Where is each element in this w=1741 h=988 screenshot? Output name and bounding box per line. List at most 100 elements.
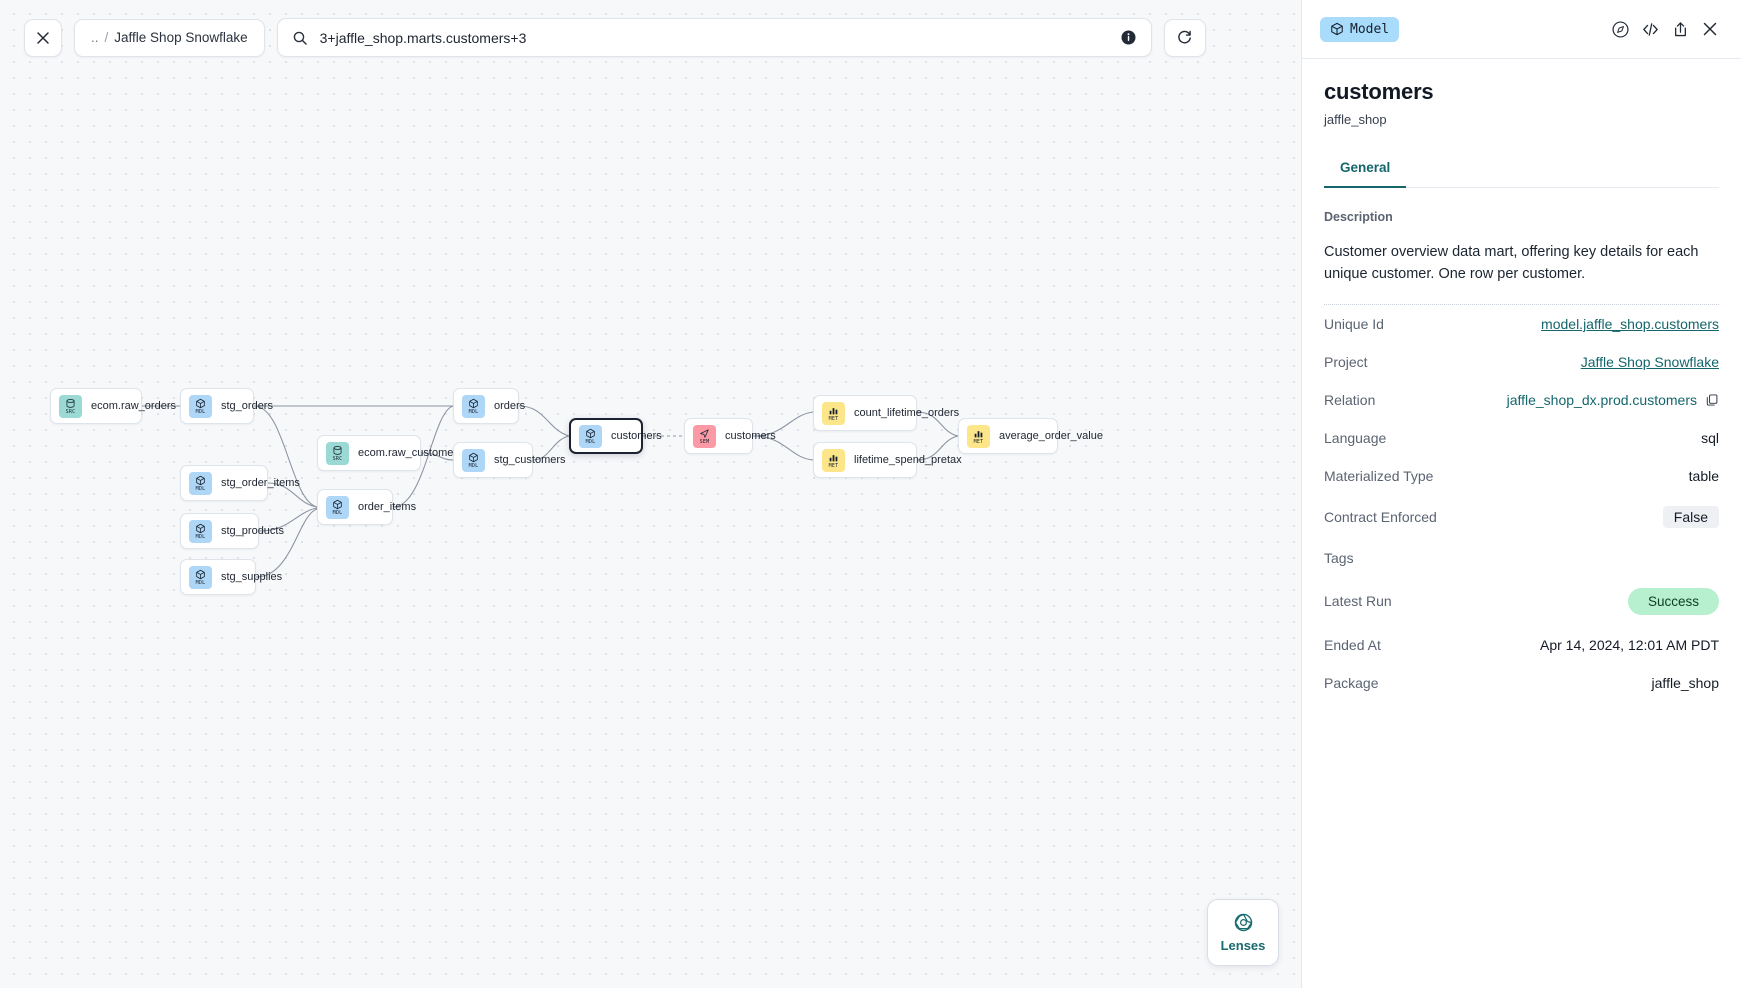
refresh-button[interactable] <box>1163 18 1206 57</box>
database-icon: SRC <box>326 441 349 465</box>
graph-node-label: orders <box>494 400 526 412</box>
graph-node-average_order_value[interactable]: MET average_order_value <box>958 418 1103 454</box>
detail-row-value-text: False <box>1662 505 1719 528</box>
detail-row-key: Contract Enforced <box>1324 508 1437 525</box>
database-icon: SRC <box>59 394 82 418</box>
detail-row-value-text: Apr 14, 2024, 12:01 AM PDT <box>1540 636 1719 653</box>
detail-row-value: Success <box>1627 587 1719 615</box>
page-subtitle: jaffle_shop <box>1324 112 1387 127</box>
refresh-icon <box>1178 30 1191 44</box>
close-lineage-button[interactable] <box>24 18 62 57</box>
graph-node-label: order_items <box>358 501 417 513</box>
resource-type-chip[interactable]: Model <box>1320 16 1400 42</box>
detail-row-value: jaffle_shop <box>1652 675 1719 691</box>
cube-icon <box>1331 22 1343 36</box>
graph-node-customers_model[interactable]: MDL customers <box>569 418 662 454</box>
detail-row-value: Apr 14, 2024, 12:01 AM PDT <box>1540 637 1719 653</box>
detail-row: Unique Id model.jaffle_shop.customers <box>1324 305 1719 343</box>
lineage-canvas[interactable]: .. / Jaffle Shop Snowflake <box>0 0 1301 988</box>
graph-node-label: stg_order_items <box>221 477 300 489</box>
copy-icon[interactable] <box>1705 393 1719 407</box>
info-icon[interactable] <box>1120 29 1137 46</box>
detail-row-value: Jaffle Shop Snowflake <box>1581 354 1719 370</box>
graph-node-label: stg_products <box>221 525 284 537</box>
detail-tabs: General <box>1324 151 1719 188</box>
detail-row-value-text: table <box>1688 467 1719 484</box>
graph-node-label: customers <box>611 430 662 442</box>
detail-row: Latest Run Success <box>1324 577 1719 626</box>
detail-row-value-text: jaffle_shop <box>1651 674 1719 691</box>
graph-node-order_items[interactable]: MDL order_items <box>317 489 416 525</box>
share-icon <box>1674 21 1686 36</box>
detail-row-value-text: sql <box>1701 429 1719 446</box>
graph-node-orders[interactable]: MDL orders <box>453 388 525 424</box>
graph-node-label: stg_customers <box>494 454 566 466</box>
cube-icon: MDL <box>326 495 349 519</box>
graph-node-stg_customers[interactable]: MDL stg_customers <box>453 442 566 478</box>
graph-node-label: stg_supplies <box>221 571 283 583</box>
breadcrumb-project-label: Jaffle Shop Snowflake <box>114 30 248 45</box>
detail-panel-header: customers jaffle_shop <box>1302 59 1741 127</box>
metric-bars-icon: MET <box>822 448 845 472</box>
detail-row-value-text[interactable]: jaffle_shop_dx.prod.customers <box>1506 391 1697 408</box>
compass-icon <box>1611 20 1629 38</box>
breadcrumb-parent: .. <box>91 30 99 45</box>
detail-row-key: Latest Run <box>1324 593 1392 610</box>
graph-node-label: ecom.raw_customers <box>358 447 463 459</box>
detail-row-value-text[interactable]: model.jaffle_shop.customers <box>1541 315 1719 332</box>
tab-general[interactable]: General <box>1324 151 1407 188</box>
share-button[interactable] <box>1665 14 1695 44</box>
close-icon <box>37 31 49 44</box>
view-code-button[interactable] <box>1635 14 1665 44</box>
detail-panel-body: Description Customer overview data mart,… <box>1302 188 1741 988</box>
breadcrumb[interactable]: .. / Jaffle Shop Snowflake <box>74 18 265 57</box>
detail-row-value: jaffle_shop_dx.prod.customers <box>1507 392 1719 408</box>
search-input[interactable] <box>319 29 1120 46</box>
detail-row-key: Language <box>1324 429 1387 446</box>
search-icon <box>292 30 308 46</box>
canvas-toolbar: .. / Jaffle Shop Snowflake <box>24 18 1206 57</box>
code-icon <box>1642 22 1658 36</box>
detail-row: Contract Enforced False <box>1324 495 1719 539</box>
lenses-button[interactable]: Lenses <box>1207 899 1279 966</box>
description-label: Description <box>1324 210 1393 224</box>
detail-row-key: Unique Id <box>1324 315 1384 332</box>
metric-bars-icon: MET <box>967 424 990 448</box>
lenses-label: Lenses <box>1220 938 1266 953</box>
detail-row-value: model.jaffle_shop.customers <box>1541 316 1719 332</box>
cube-icon: MDL <box>462 448 485 472</box>
detail-row-value: False <box>1662 505 1719 528</box>
lineage-search[interactable] <box>276 18 1152 57</box>
detail-row: Language sql <box>1324 419 1719 457</box>
explore-button[interactable] <box>1605 14 1635 44</box>
detail-row-value-text[interactable]: Jaffle Shop Snowflake <box>1580 353 1719 370</box>
cube-icon: MDL <box>579 424 602 448</box>
graph-node-count_lifetime_orders[interactable]: MET count_lifetime_orders <box>813 395 959 431</box>
cube-icon: MDL <box>189 394 212 418</box>
description-text: Customer overview data mart, offering ke… <box>1324 244 1699 283</box>
graph-node-stg_products[interactable]: MDL stg_products <box>180 513 284 549</box>
graph-node-label: average_order_value <box>999 430 1103 442</box>
detail-panel-toolbar: Model <box>1302 0 1741 59</box>
semantic-layer-icon: SEM <box>693 424 716 448</box>
cube-icon: MDL <box>462 394 485 418</box>
detail-row-key: Project <box>1324 353 1368 370</box>
close-panel-button[interactable] <box>1695 14 1725 44</box>
graph-node-ecom_raw_customers[interactable]: SRC ecom.raw_customers <box>317 435 463 471</box>
metric-bars-icon: MET <box>822 401 845 425</box>
aperture-icon <box>1234 913 1252 932</box>
cube-icon: MDL <box>189 519 212 543</box>
graph-node-label: count_lifetime_orders <box>854 407 960 419</box>
page-title: customers <box>1324 79 1434 104</box>
